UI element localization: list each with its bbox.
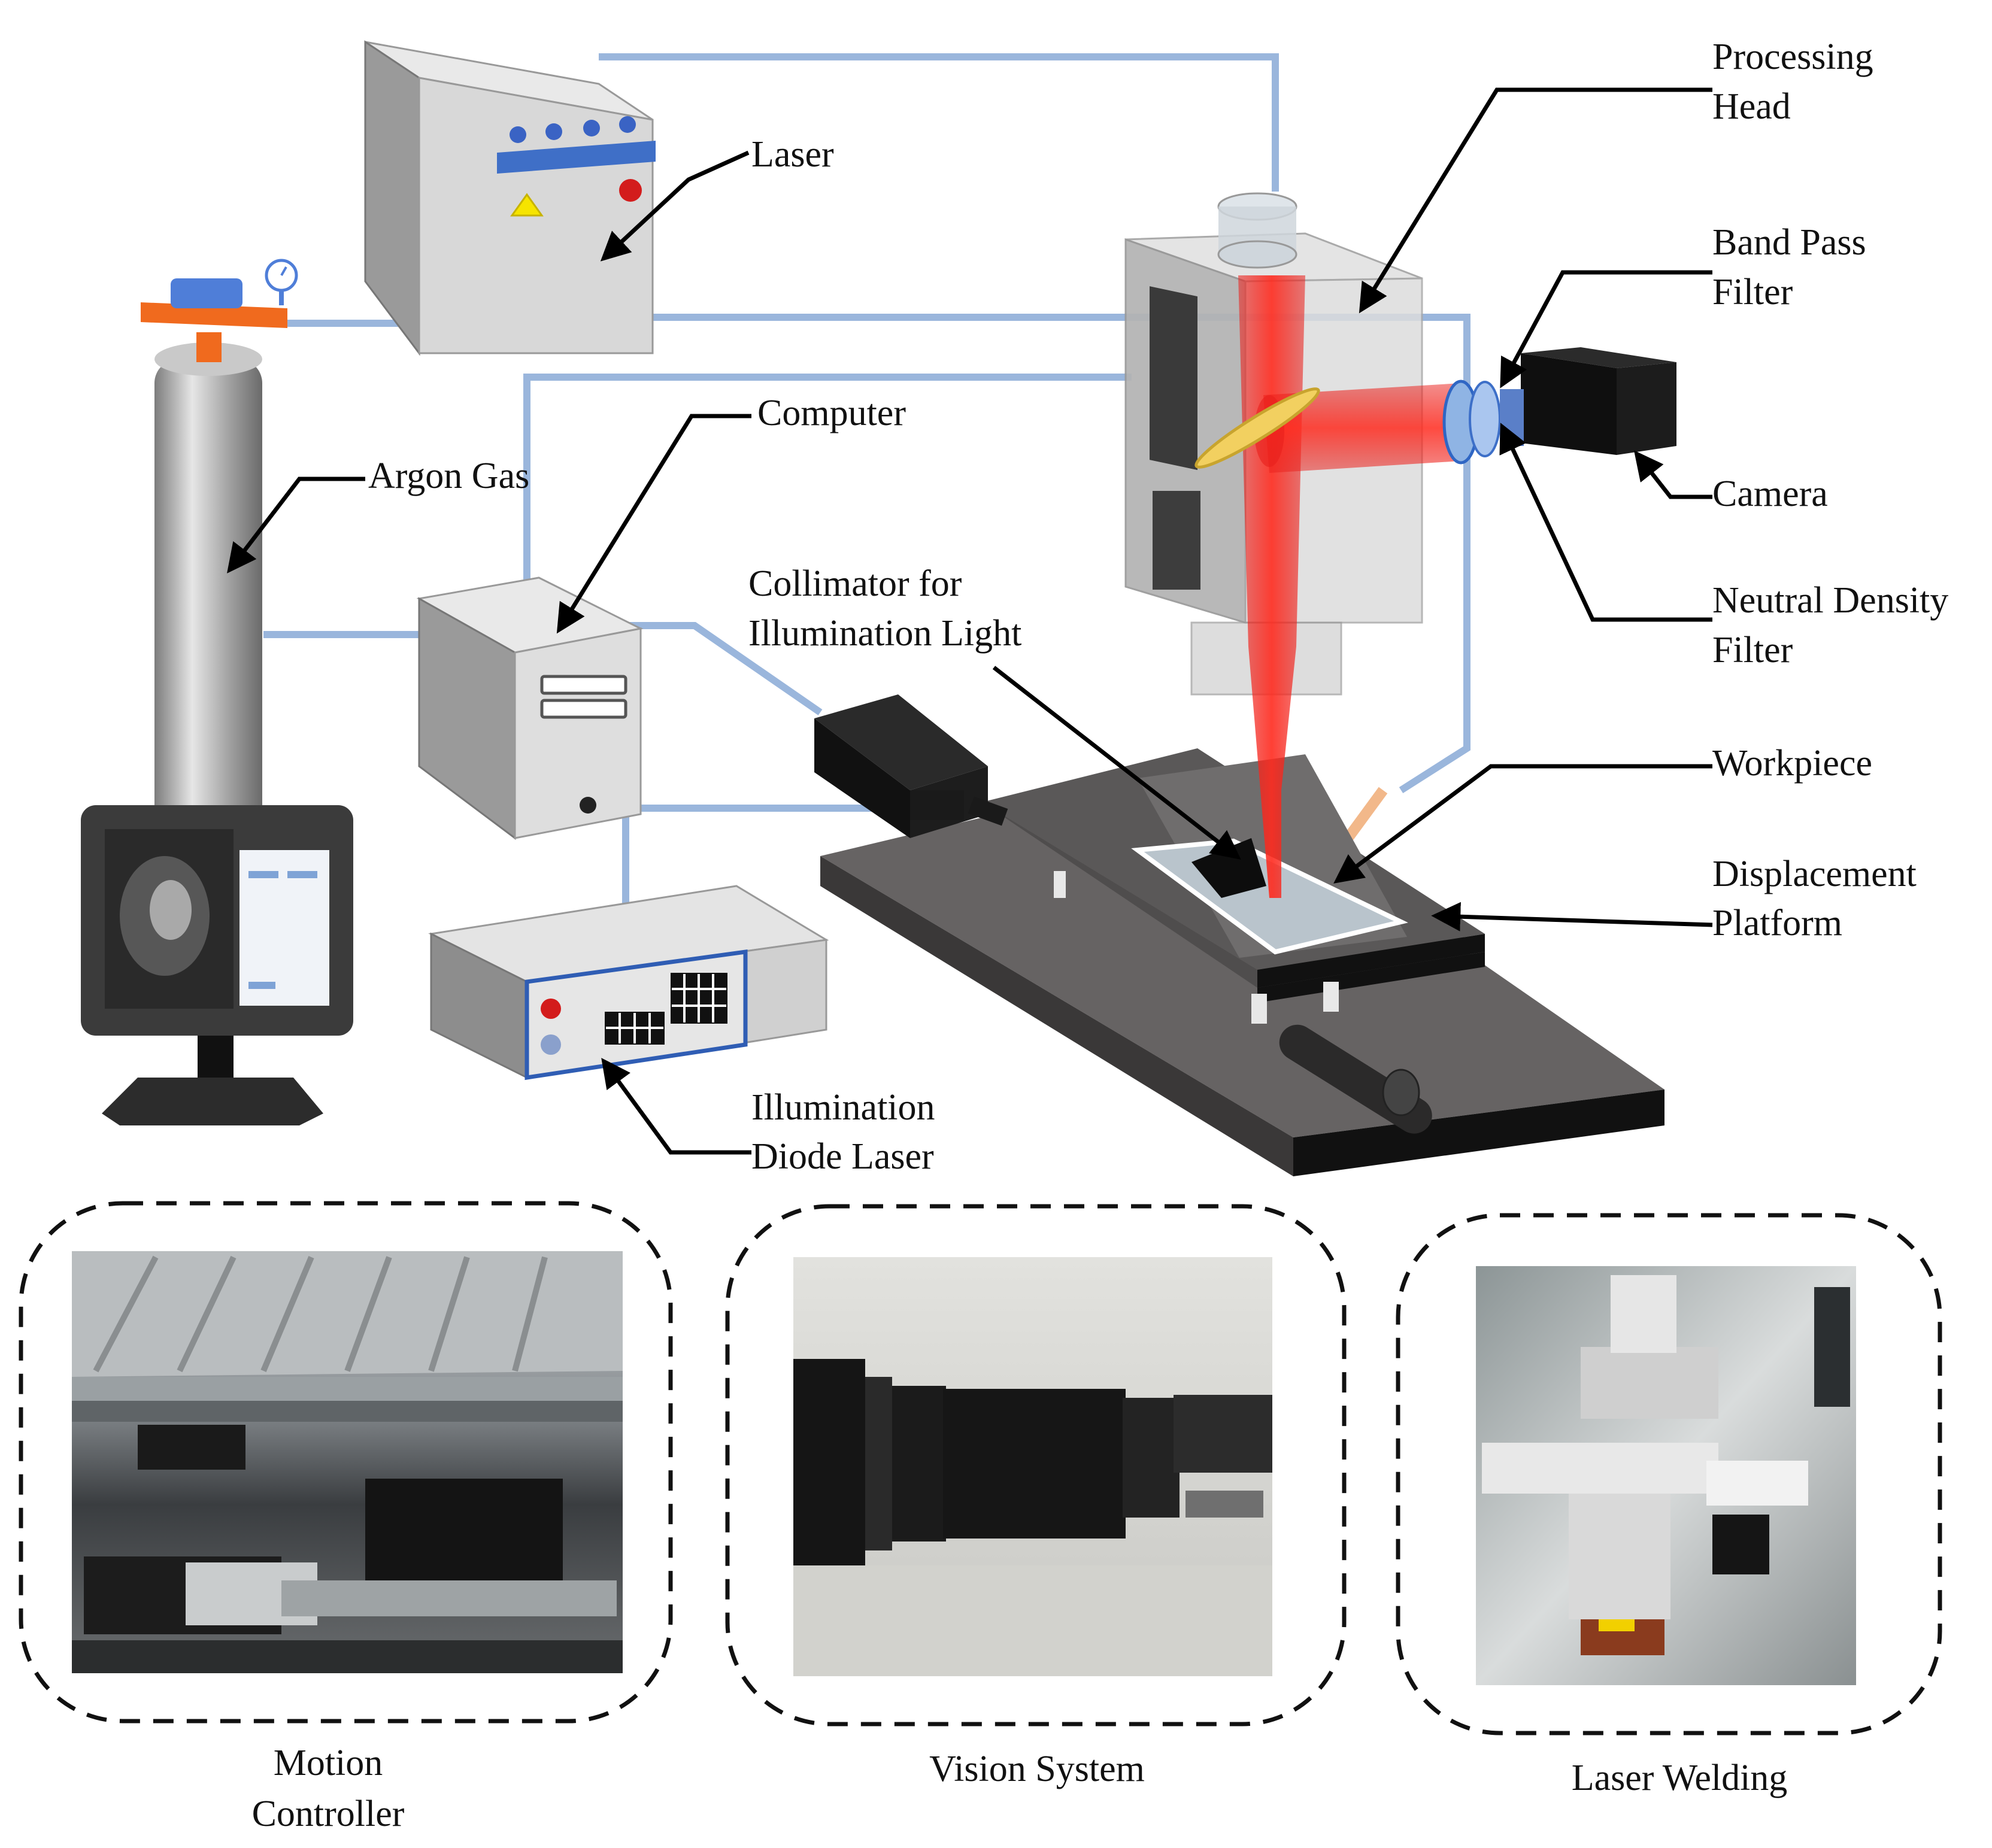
laser-source bbox=[364, 40, 656, 356]
leader-computer bbox=[556, 414, 751, 634]
caption-vision-system: Vision System bbox=[929, 1749, 1145, 1789]
camera bbox=[1500, 347, 1676, 455]
cable-laser-to-head bbox=[599, 53, 1279, 192]
leader-lines bbox=[227, 87, 1713, 1155]
panel-motion-controller: Motion Controller bbox=[19, 1201, 673, 1834]
label-band-pass-line2: Filter bbox=[1712, 272, 1793, 312]
caption-laser-welding: Laser Welding bbox=[1572, 1758, 1788, 1798]
computer bbox=[416, 576, 644, 840]
cable-laser-to-platform bbox=[653, 314, 1470, 794]
label-illumination-line1: Illumination bbox=[751, 1087, 935, 1128]
label-collimator-line2: Illumination Light bbox=[748, 613, 1021, 654]
argon-cylinder bbox=[141, 259, 298, 862]
label-computer: Computer bbox=[757, 393, 906, 433]
label-collimator-line1: Collimator for bbox=[748, 563, 962, 604]
monitor bbox=[81, 805, 353, 1125]
label-processing-head-line1: Processing bbox=[1712, 37, 1873, 77]
label-neutral-density-line1: Neutral Density bbox=[1712, 580, 1948, 621]
leader-collimator bbox=[992, 666, 1241, 860]
label-argon-gas: Argon Gas bbox=[368, 456, 529, 496]
leader-workpiece bbox=[1333, 764, 1712, 884]
leader-laser bbox=[600, 150, 750, 262]
laser-beam-horizontal bbox=[1263, 383, 1461, 473]
photo-laser-welding bbox=[1476, 1266, 1856, 1685]
photo-motion-controller bbox=[72, 1251, 623, 1673]
label-displacement-line1: Displacement bbox=[1712, 854, 1917, 894]
panel-vision-system: Vision System bbox=[725, 1204, 1347, 1789]
label-camera: Camera bbox=[1712, 474, 1828, 514]
caption-motion-line1: Motion bbox=[274, 1743, 383, 1783]
caption-motion-line2: Controller bbox=[252, 1794, 405, 1834]
cable-computer-to-collimator bbox=[617, 622, 823, 715]
component-labels: Laser Processing Head Band Pass Filter C… bbox=[368, 37, 1948, 1177]
panel-laser-welding: Laser Welding bbox=[1396, 1213, 1942, 1798]
leader-platform bbox=[1431, 902, 1713, 931]
leader-neutral-density bbox=[1499, 423, 1712, 622]
label-band-pass-line1: Band Pass bbox=[1712, 222, 1866, 263]
collimator bbox=[814, 694, 1266, 898]
photo-vision-system bbox=[793, 1257, 1272, 1676]
label-processing-head-line2: Head bbox=[1712, 86, 1791, 127]
cable-computer-to-head bbox=[523, 374, 1132, 587]
label-illumination-line2: Diode Laser bbox=[751, 1136, 934, 1177]
leader-camera bbox=[1633, 450, 1712, 499]
label-laser: Laser bbox=[751, 134, 834, 175]
leader-band-pass bbox=[1500, 270, 1712, 389]
leader-argon bbox=[227, 477, 365, 573]
illumination-diode-laser bbox=[428, 885, 829, 1081]
label-neutral-density-line2: Filter bbox=[1712, 630, 1793, 670]
label-workpiece: Workpiece bbox=[1712, 743, 1872, 784]
leader-processing-head bbox=[1359, 87, 1712, 314]
leader-diode bbox=[601, 1058, 751, 1155]
processing-head bbox=[1124, 192, 1501, 898]
label-displacement-line2: Platform bbox=[1712, 903, 1842, 943]
